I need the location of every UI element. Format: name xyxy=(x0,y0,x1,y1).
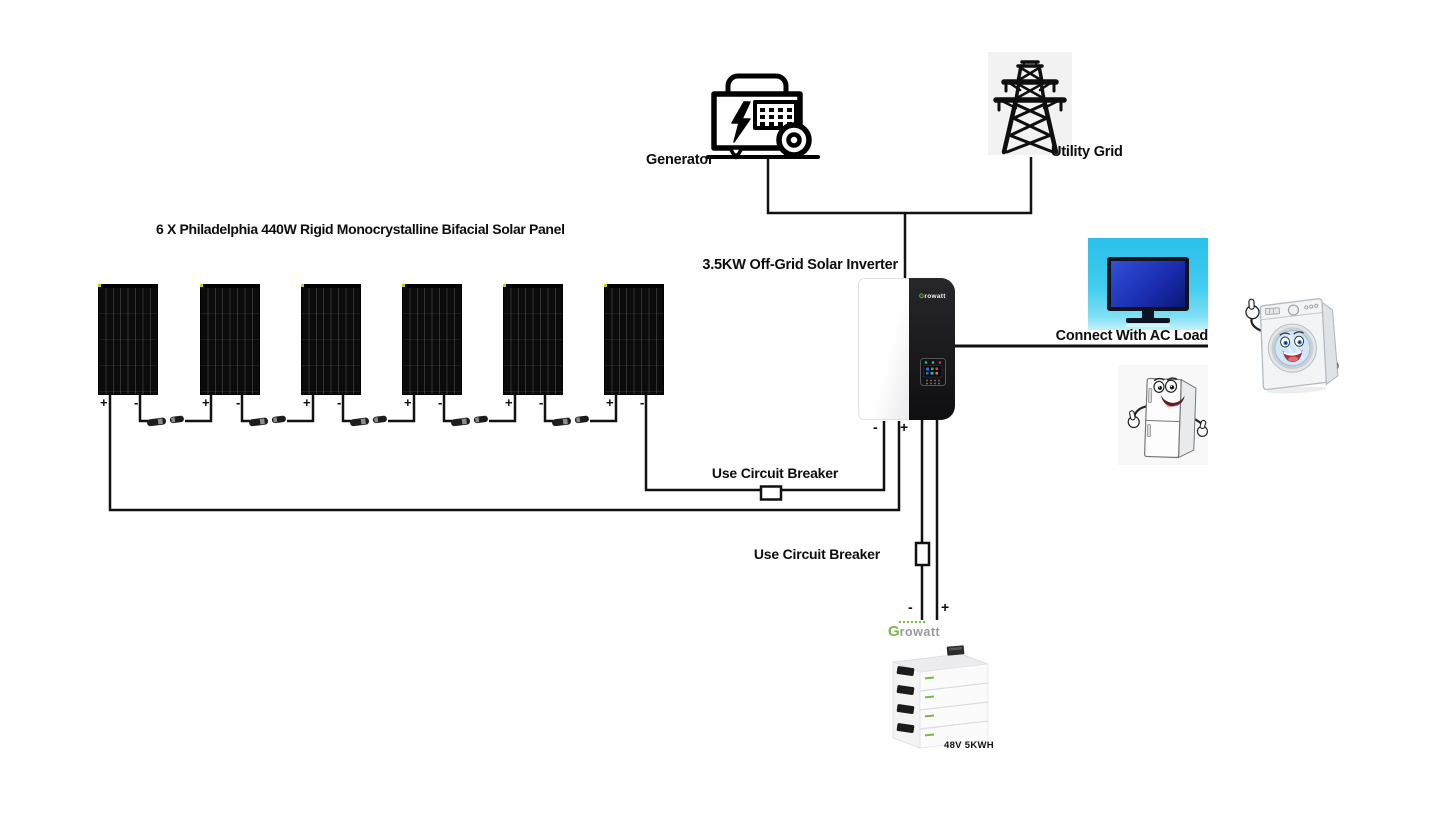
utility-grid-label: Utility Grid xyxy=(1051,144,1123,160)
tv-stand xyxy=(1142,311,1154,318)
wire-generator-grid-bus xyxy=(766,157,1033,215)
battery-plus-terminal: + xyxy=(941,599,950,615)
panel-plus-terminal: + xyxy=(606,395,614,410)
panel-indicator-dot xyxy=(98,284,101,287)
battery-brand-logo: Growatt xyxy=(888,621,941,640)
tv-reflection xyxy=(1126,324,1170,327)
panel-minus-terminal: - xyxy=(539,395,544,410)
utility-grid-icon xyxy=(988,52,1072,155)
battery-capacity-label: 48V 5KWH xyxy=(944,740,994,751)
panel-indicator-dot xyxy=(503,284,506,287)
wire-pv-positive xyxy=(108,392,901,512)
tv-base xyxy=(1126,318,1170,323)
panel-plus-terminal: + xyxy=(100,395,108,410)
inverter-image: Growatt xyxy=(858,278,955,420)
inverter-panel xyxy=(909,278,955,420)
ac-load-label: Connect With AC Load xyxy=(1055,328,1209,344)
inverter-display xyxy=(920,358,946,386)
mc4-connector-junction xyxy=(138,390,213,428)
panel-indicator-dot xyxy=(604,284,607,287)
inverter-pv-plus-terminal: + xyxy=(900,419,909,435)
inverter-body xyxy=(858,278,910,420)
solar-array-title: 6 X Philadelphia 440W Rigid Monocrystall… xyxy=(156,221,565,237)
pv-breaker-label: Use Circuit Breaker xyxy=(711,465,839,481)
inverter-brand-logo: Growatt xyxy=(919,293,946,300)
washing-machine-cartoon xyxy=(1245,298,1339,394)
solar-panel-3: +- xyxy=(301,284,361,410)
panel-indicator-dot xyxy=(200,284,203,287)
refrigerator-cartoon xyxy=(1118,365,1208,465)
solar-panel-4: +- xyxy=(402,284,462,410)
panel-plus-terminal: + xyxy=(303,395,311,410)
solar-panel-6: +- xyxy=(604,284,664,410)
battery-minus-terminal: - xyxy=(908,599,913,615)
battery-breaker-label: Use Circuit Breaker xyxy=(753,546,880,562)
panel-minus-terminal: - xyxy=(640,395,645,410)
tv-image xyxy=(1088,238,1208,330)
panel-minus-terminal: - xyxy=(438,395,443,410)
panel-indicator-dot xyxy=(301,284,304,287)
panel-plus-terminal: + xyxy=(202,395,210,410)
panel-minus-terminal: - xyxy=(134,395,139,410)
battery-circuit-breaker xyxy=(914,541,931,567)
tv-frame xyxy=(1107,257,1189,311)
solar-panel-5: +- xyxy=(503,284,563,410)
solar-panel-1: +- xyxy=(98,284,158,410)
panel-minus-terminal: - xyxy=(337,395,342,410)
pv-circuit-breaker xyxy=(759,485,783,501)
battery-image xyxy=(892,645,989,749)
generator-label: Generator xyxy=(646,152,714,168)
battery-logo-tagline xyxy=(899,621,927,623)
inverter-pv-minus-terminal: - xyxy=(873,419,878,435)
panel-plus-terminal: + xyxy=(505,395,513,410)
panel-minus-terminal: - xyxy=(236,395,241,410)
panel-indicator-dot xyxy=(402,284,405,287)
solar-panel-2: +- xyxy=(200,284,260,410)
generator-icon xyxy=(706,73,820,160)
panel-plus-terminal: + xyxy=(404,395,412,410)
tv-screen xyxy=(1111,261,1185,307)
inverter-label: 3.5KW Off-Grid Solar Inverter xyxy=(702,257,898,273)
